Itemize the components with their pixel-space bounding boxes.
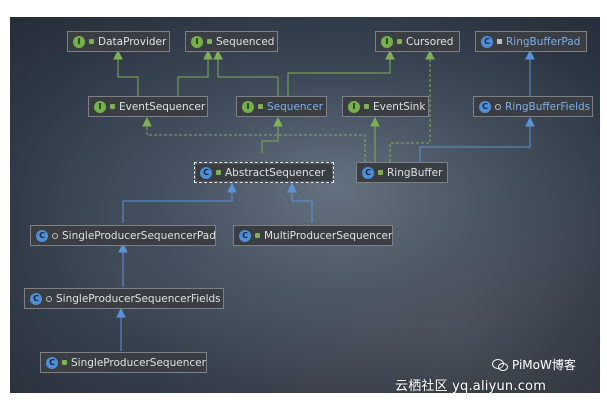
edge-ringbuffer-ringbufferfields: [419, 120, 531, 162]
public-modifier-icon: [62, 360, 67, 365]
class-icon: C: [46, 356, 58, 369]
interface-icon: I: [94, 100, 106, 113]
node-sequencer[interactable]: I Sequencer: [236, 96, 327, 117]
wechat-watermark-text: PiMoW博客: [512, 358, 576, 372]
node-ringbufferpad[interactable]: C RingBufferPad: [475, 31, 587, 52]
public-modifier-icon: [364, 104, 369, 109]
node-label: SingleProducerSequencerPad: [62, 229, 216, 242]
public-modifier-icon: [89, 39, 94, 44]
node-dataprovider[interactable]: I DataProvider: [67, 31, 170, 52]
interface-icon: I: [348, 100, 360, 113]
class-icon: C: [239, 229, 251, 242]
node-sequenced[interactable]: I Sequenced: [185, 31, 278, 52]
node-label: RingBufferPad: [506, 35, 581, 48]
node-label: RingBufferFields: [505, 100, 591, 113]
class-icon: C: [30, 292, 42, 305]
node-label: EventSequencer: [119, 100, 206, 113]
node-abstractsequencer[interactable]: C AbstractSequencer: [194, 162, 334, 183]
node-label: Sequenced: [216, 35, 275, 48]
edge-eventsequencer-dataprovider: [117, 53, 139, 97]
edge-sequencer-cursored: [287, 53, 391, 97]
node-ringbufferfields[interactable]: C RingBufferFields: [473, 96, 593, 117]
public-modifier-icon: [255, 233, 260, 238]
uml-diagram: I DataProvider I Sequenced I Cursored C …: [10, 17, 600, 393]
interface-icon: I: [191, 35, 203, 48]
class-icon: C: [479, 100, 491, 113]
site-watermark: 云栖社区 yq.aliyun.com: [395, 379, 547, 394]
class-icon: C: [362, 166, 374, 179]
public-modifier-icon: [378, 170, 383, 175]
edge-multi-abstractsequencer: [291, 186, 313, 223]
public-modifier-icon: [258, 104, 263, 109]
diagram-edges: [113, 49, 535, 351]
edge-ringbuffer-eventsequencer: [146, 120, 366, 162]
wechat-watermark: PiMoW博客: [492, 356, 576, 373]
package-modifier-icon: [495, 103, 501, 110]
node-label: SingleProducerSequencer: [71, 356, 206, 369]
interface-icon: I: [242, 100, 254, 113]
class-icon: C: [200, 166, 212, 179]
node-singleproducersequencerfields[interactable]: C SingleProducerSequencerFields: [24, 288, 224, 309]
node-label: MultiProducerSequencer: [264, 229, 393, 242]
package-modifier-icon: [52, 232, 58, 239]
wechat-icon: [492, 358, 508, 371]
node-label: Cursored: [406, 35, 454, 48]
node-label: SingleProducerSequencerFields: [56, 292, 221, 305]
public-modifier-icon: [110, 104, 115, 109]
package-modifier-icon: [497, 39, 502, 44]
node-singleproducersequencerpad[interactable]: C SingleProducerSequencerPad: [30, 225, 216, 246]
public-modifier-icon: [216, 170, 221, 175]
edge-sequencer-sequenced: [217, 53, 279, 97]
edge-abstractsequencer-sequencer: [261, 120, 279, 153]
public-modifier-icon: [397, 39, 402, 44]
class-icon: C: [36, 229, 48, 242]
class-icon: C: [481, 35, 493, 48]
interface-icon: I: [73, 35, 85, 48]
node-label: AbstractSequencer: [225, 166, 326, 179]
interface-icon: I: [381, 35, 393, 48]
node-label: Sequencer: [267, 100, 324, 113]
node-singleproducersequencer[interactable]: C SingleProducerSequencer: [40, 352, 207, 373]
edge-singlepad-abstractsequencer: [122, 186, 233, 223]
node-eventsequencer[interactable]: I EventSequencer: [88, 96, 208, 117]
package-modifier-icon: [46, 295, 52, 302]
edge-eventsequencer-sequenced: [177, 53, 209, 97]
background-haze: [10, 17, 600, 393]
node-multiproducersequencer[interactable]: C MultiProducerSequencer: [233, 225, 393, 246]
node-eventsink[interactable]: I EventSink: [342, 96, 429, 117]
node-label: DataProvider: [98, 35, 167, 48]
node-label: RingBuffer: [387, 166, 443, 179]
node-ringbuffer[interactable]: C RingBuffer: [356, 162, 448, 183]
node-label: EventSink: [373, 100, 426, 113]
node-cursored[interactable]: I Cursored: [375, 31, 460, 52]
public-modifier-icon: [207, 39, 212, 44]
